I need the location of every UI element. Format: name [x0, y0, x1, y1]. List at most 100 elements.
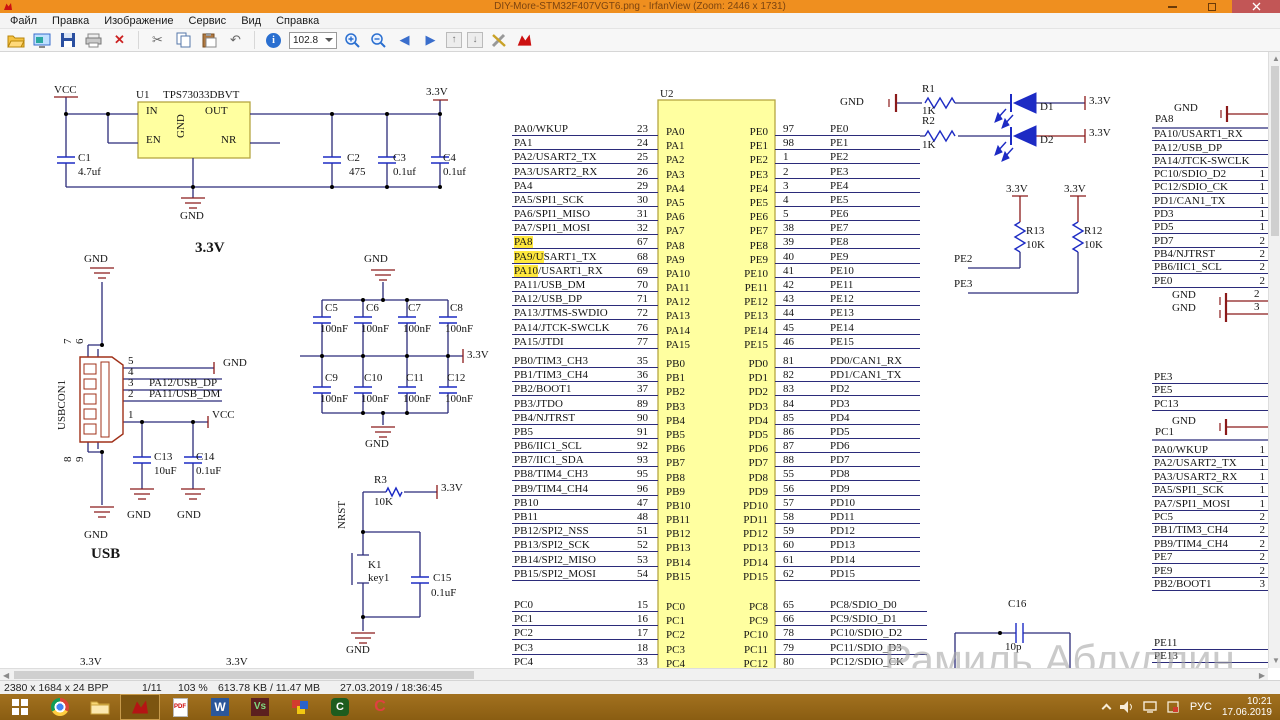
tray-chevron-up-icon[interactable] — [1101, 703, 1112, 714]
title-bar[interactable]: DIY-More-STM32F407VGT6.png - IrfanView (… — [0, 0, 1280, 13]
vertical-scroll-thumb[interactable] — [1271, 66, 1279, 236]
minimize-button[interactable] — [1152, 0, 1192, 13]
irfanview-taskbar-icon[interactable] — [120, 694, 160, 720]
schematic-label: GND — [84, 529, 108, 541]
language-indicator[interactable]: РУС — [1189, 701, 1212, 713]
slideshow-button[interactable] — [31, 30, 52, 50]
scroll-left-icon[interactable]: ◀ — [3, 671, 10, 680]
delete-button[interactable]: ✕ — [114, 32, 125, 47]
horizontal-scroll-thumb[interactable] — [14, 671, 474, 679]
start-button[interactable] — [0, 694, 40, 720]
header-pin-row: PA10/USART1_RX — [1152, 128, 1268, 142]
usb-connector-symbol — [79, 356, 124, 443]
info-button[interactable]: i — [263, 30, 284, 50]
schematic-label: PE2 — [954, 253, 973, 265]
menu-item[interactable]: Справка — [276, 14, 320, 27]
vs-app-taskbar-icon[interactable]: Vs — [240, 694, 280, 720]
menu-item[interactable]: Файл — [10, 14, 38, 27]
schematic-label: OUT — [205, 105, 228, 117]
schematic-label: GND — [1174, 102, 1198, 114]
close-icon — [1252, 2, 1260, 11]
menu-item[interactable]: Сервис — [188, 14, 227, 27]
tools-button[interactable] — [488, 30, 509, 50]
c-app-taskbar-icon[interactable]: C — [360, 694, 400, 720]
pin-name: PC3 — [666, 643, 685, 656]
pin-name: PD3 — [748, 400, 768, 413]
header-pin-row: PA14/JTCK-SWCLK — [1152, 155, 1268, 168]
pin-name: PA7 — [666, 225, 685, 238]
undo-button[interactable]: ↶ — [230, 32, 241, 47]
pin-name: PB11 — [666, 514, 691, 527]
copy-button[interactable] — [173, 30, 194, 50]
speaker-icon[interactable] — [1119, 701, 1133, 713]
display-icon[interactable] — [1143, 701, 1157, 713]
pin-name: PD5 — [748, 428, 768, 441]
cut-button[interactable]: ✂ — [152, 32, 163, 47]
pin-name: PA5 — [666, 196, 685, 209]
word-taskbar-icon[interactable]: W — [200, 694, 240, 720]
last-page-button[interactable]: ↓ — [467, 32, 483, 48]
pin-name: PE2 — [749, 154, 768, 167]
scroll-up-icon[interactable]: ▲ — [1272, 54, 1280, 63]
pin-name: PA1 — [666, 140, 685, 153]
next-image-button[interactable]: ▶ — [425, 32, 436, 47]
color-squares-icon — [291, 698, 309, 716]
pin-name: PA3 — [666, 168, 685, 181]
horizontal-scrollbar[interactable]: ◀ ▶ — [0, 668, 1268, 680]
first-page-button[interactable]: ↑ — [446, 32, 462, 48]
color-squares-app-taskbar-icon[interactable] — [280, 694, 320, 720]
vertical-scrollbar[interactable]: ▲ ▼ — [1268, 52, 1280, 668]
print-button[interactable] — [83, 30, 104, 50]
pdf-app-taskbar-icon[interactable]: PDF — [160, 694, 200, 720]
schematic-label: TPS73033DBVT — [163, 89, 240, 101]
status-datetime: 27.03.2019 / 18:36:45 — [340, 682, 443, 694]
scroll-right-icon[interactable]: ▶ — [1258, 671, 1265, 680]
pin-name: PB9 — [666, 485, 685, 498]
close-button[interactable] — [1232, 0, 1280, 13]
notifications-flag-icon[interactable] — [1167, 701, 1180, 713]
scroll-down-icon[interactable]: ▼ — [1272, 656, 1280, 665]
menu-item[interactable]: Вид — [241, 14, 262, 27]
maximize-button[interactable] — [1192, 0, 1232, 13]
previous-image-button[interactable]: ◀ — [399, 32, 410, 47]
header-pin-row: PE5 — [1152, 384, 1268, 398]
schematic-wires — [54, 92, 1268, 668]
zoom-out-button[interactable] — [368, 30, 389, 50]
zoom-level-combobox[interactable]: 102.8 — [289, 31, 337, 49]
chrome-taskbar-icon[interactable] — [40, 694, 80, 720]
schematic-label: IN — [146, 105, 158, 117]
paste-button[interactable] — [199, 30, 220, 50]
pin-name: PA12 — [666, 296, 691, 309]
menu-item[interactable]: Правка — [52, 14, 90, 27]
file-explorer-taskbar-icon[interactable] — [80, 694, 120, 720]
pin-name: PD11 — [743, 514, 768, 527]
schematic-label: 475 — [349, 166, 366, 178]
pin-name: PB12 — [666, 528, 691, 541]
save-button[interactable] — [57, 30, 78, 50]
irfanview-exit-icon[interactable] — [514, 30, 535, 50]
pin-name: PD2 — [748, 386, 768, 399]
zoom-in-button[interactable] — [342, 30, 363, 50]
camtasia-taskbar-icon[interactable]: C — [320, 694, 360, 720]
open-button[interactable] — [5, 30, 26, 50]
menu-item[interactable]: Изображение — [104, 14, 174, 27]
